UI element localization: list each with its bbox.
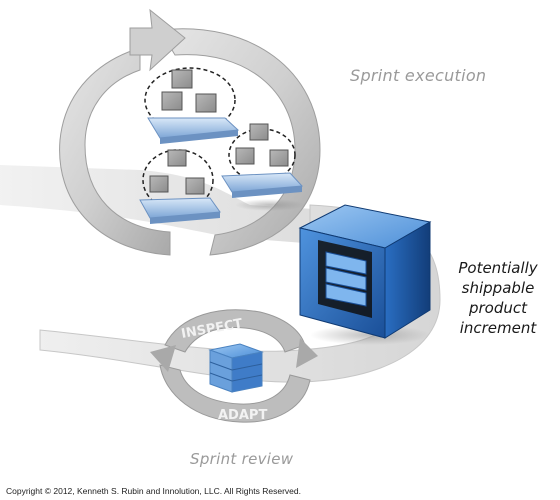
work-cube <box>269 149 289 167</box>
work-cube <box>149 175 169 193</box>
work-cube <box>249 123 269 141</box>
sprint-execution-label: Sprint execution <box>350 66 487 85</box>
wip-tray-top <box>144 67 240 144</box>
increment-label-line: shippable product <box>461 279 535 317</box>
work-cube <box>235 147 255 165</box>
wip-tray-left <box>139 149 221 224</box>
sprint-cycle-arrow <box>59 8 321 256</box>
work-cube <box>161 91 183 111</box>
work-cube <box>167 149 187 167</box>
increment-label-line: increment <box>459 319 537 337</box>
increment-label-line: Potentially <box>458 259 538 277</box>
sprint-review-label: Sprint review <box>190 450 294 468</box>
adapt-label: ADAPT <box>218 408 267 423</box>
product-increment-cube <box>298 204 432 345</box>
inspect-adapt-cycle: INSPECT ADAPT <box>150 309 318 423</box>
work-cube <box>171 69 193 89</box>
copyright-notice: Copyright © 2012, Kenneth S. Rubin and I… <box>6 486 301 496</box>
work-cube <box>185 177 205 195</box>
product-increment-label: Potentially shippable product increment <box>438 258 558 338</box>
wip-tray-right <box>221 123 305 211</box>
work-cube <box>195 93 217 113</box>
